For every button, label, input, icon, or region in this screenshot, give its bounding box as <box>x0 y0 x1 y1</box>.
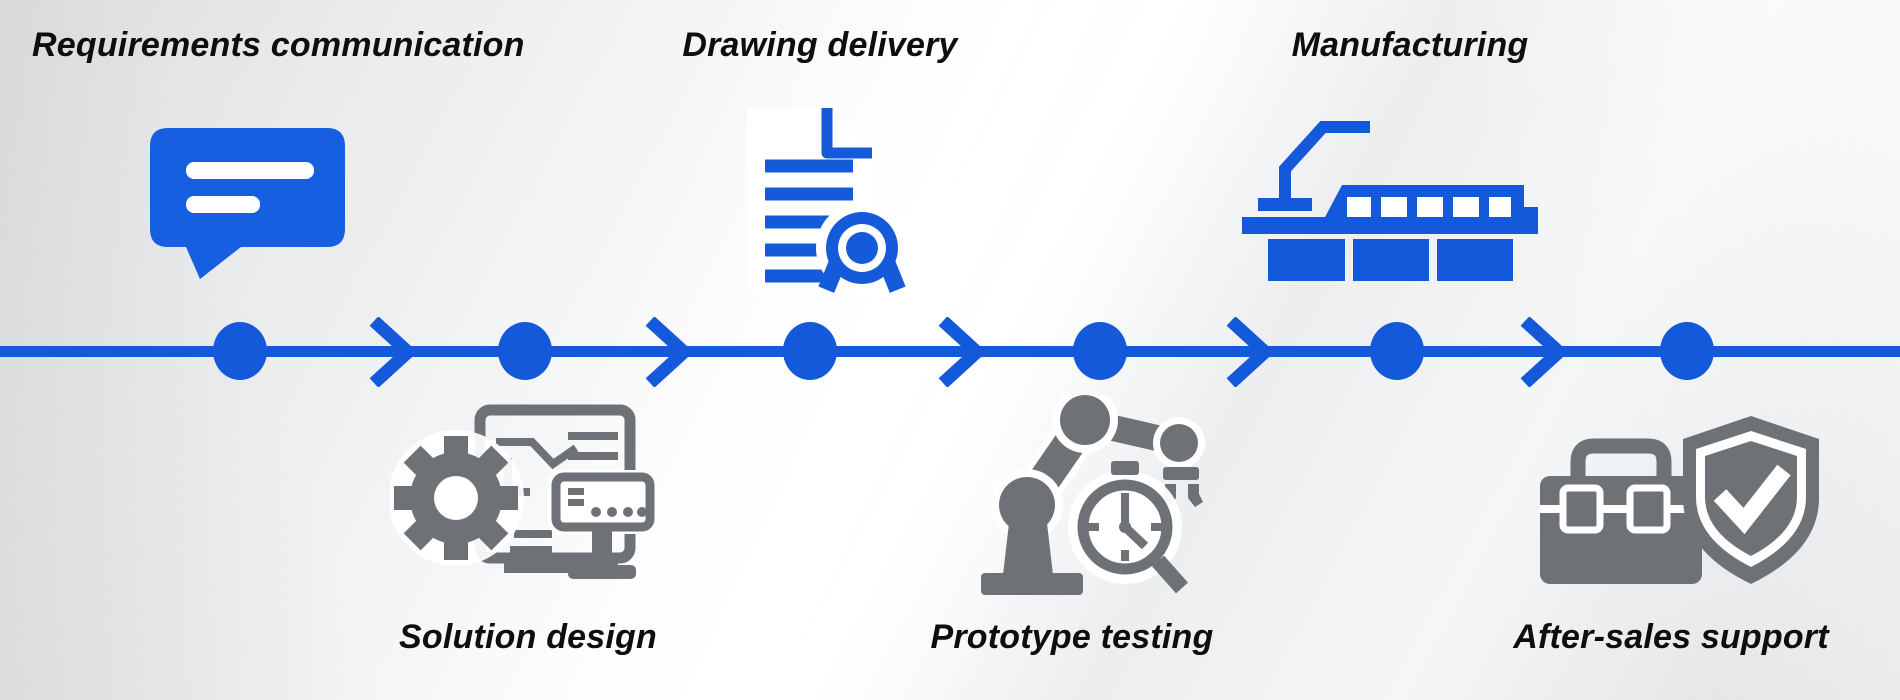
arrow-right-icon <box>938 317 984 387</box>
robot-arm-stopwatch-icon <box>981 395 1205 595</box>
timeline-dot <box>1073 322 1127 380</box>
stage-label-after-sales-support: After-sales support <box>1513 618 1829 656</box>
timeline-dot <box>498 322 552 380</box>
toolbox-shield-icon <box>1540 416 1819 584</box>
stage-label-drawing-delivery: Drawing delivery <box>682 26 958 64</box>
timeline-dot <box>213 322 267 380</box>
timeline-dot <box>1370 322 1424 380</box>
arrow-right-icon <box>369 317 415 387</box>
gear-design-icon <box>390 404 655 579</box>
timeline-line <box>0 346 1900 357</box>
stage-label-prototype-testing: Prototype testing <box>930 618 1214 656</box>
timeline-dot <box>1660 322 1714 380</box>
timeline-dot <box>783 322 837 380</box>
arrow-right-icon <box>1226 317 1272 387</box>
certified-document-icon <box>747 108 908 294</box>
stage-label-manufacturing: Manufacturing <box>1291 26 1529 64</box>
production-line-icon <box>1242 121 1538 281</box>
stage-label-solution-design: Solution design <box>399 618 657 656</box>
arrow-right-icon <box>645 317 691 387</box>
stage-label-requirements-communication: Requirements communication <box>32 26 525 64</box>
arrow-right-icon <box>1520 317 1566 387</box>
chat-bubble-icon <box>150 128 345 279</box>
